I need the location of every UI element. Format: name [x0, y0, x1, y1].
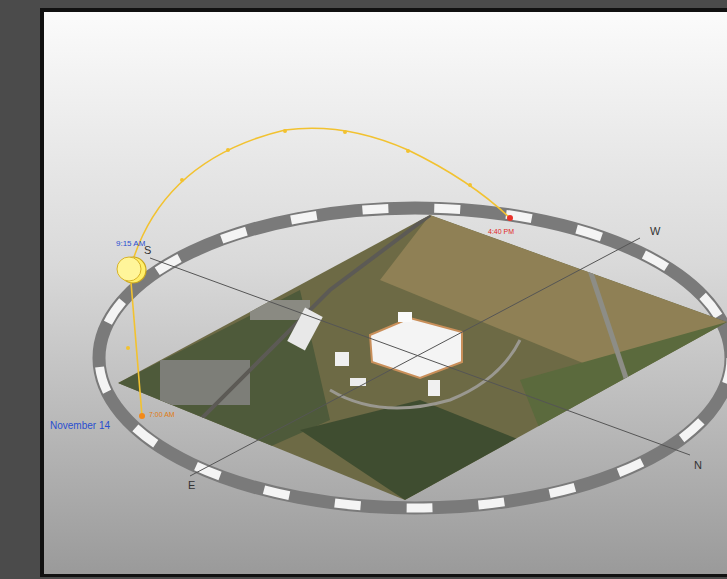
- compass-letter: E: [188, 480, 195, 491]
- axis-lines: [150, 238, 690, 476]
- time-label: 7:00 AM: [149, 411, 175, 418]
- sun-path: [130, 128, 510, 416]
- compass-ring: [99, 208, 727, 508]
- compass-letter: S: [144, 245, 151, 256]
- sunset-dot: [507, 215, 513, 221]
- hour-dots: [126, 129, 472, 350]
- aerial-photo: [110, 210, 727, 505]
- compass-letter: N: [694, 460, 702, 471]
- sun-symbol: [117, 257, 141, 281]
- compass-ticks: [99, 208, 727, 508]
- sunrise-dot: [139, 413, 145, 419]
- time-label: 9:15 AM: [116, 240, 145, 248]
- date-label: November 14: [50, 421, 110, 431]
- compass-letter: W: [650, 226, 660, 237]
- time-label: 4:40 PM: [488, 228, 514, 235]
